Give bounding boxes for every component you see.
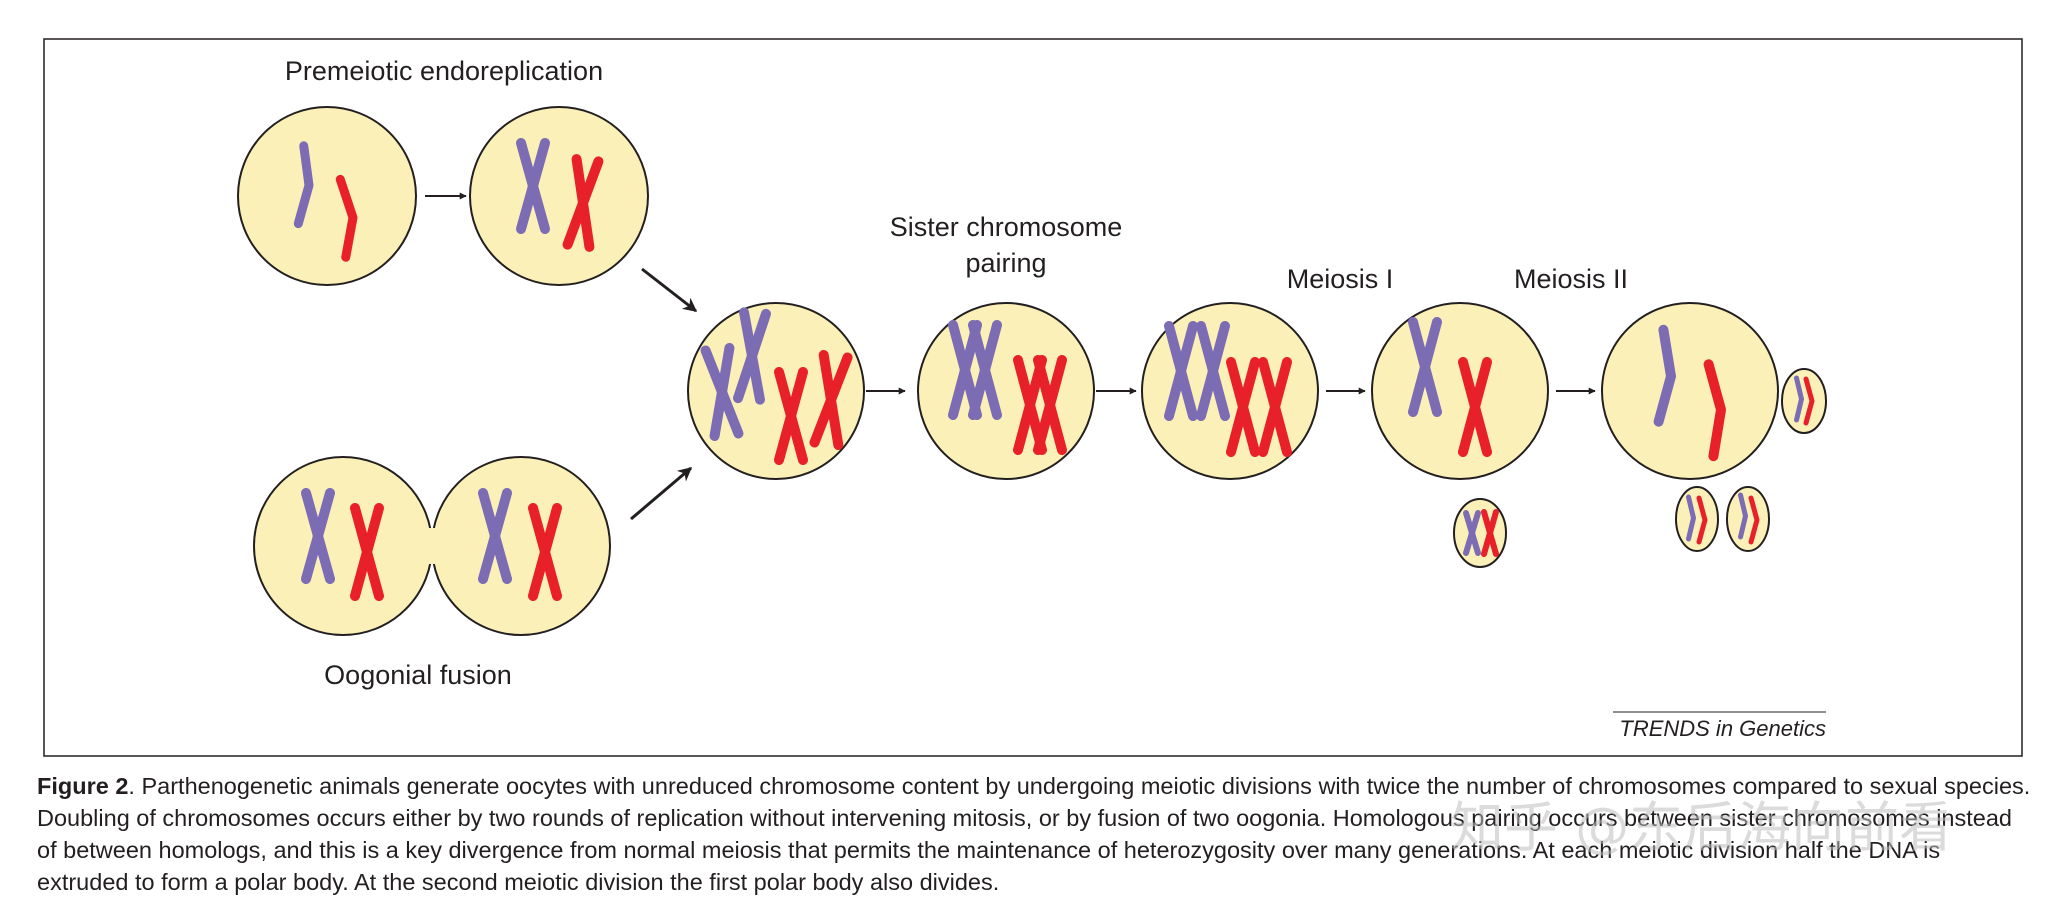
chromosome-blue-replicated xyxy=(1463,510,1481,556)
cell-meiosis-2 xyxy=(1601,302,1779,480)
label-meiosis-2: Meiosis II xyxy=(1514,264,1628,294)
chromosome-blue-replicated xyxy=(1164,321,1198,421)
chromosome-blue-single xyxy=(1794,375,1804,423)
chromosome-red-single xyxy=(1696,495,1708,545)
arrow-endoreplication-to-oocyte xyxy=(641,267,698,313)
chromosome-red-replicated xyxy=(562,154,604,252)
cells-layer xyxy=(237,106,1827,636)
chromosome-red-single xyxy=(335,174,358,262)
polar-body-1-mii xyxy=(1781,368,1827,434)
chromosome-blue-replicated xyxy=(516,138,550,234)
chromosome-blue-replicated xyxy=(301,488,335,584)
chromosome-red-replicated xyxy=(809,349,853,451)
label-sister-pairing-line2: pairing xyxy=(965,248,1046,278)
polar-body-2b xyxy=(1726,486,1770,552)
figure-caption: Figure 2. Parthenogenetic animals genera… xyxy=(37,770,2032,898)
figure-frame xyxy=(43,38,2023,757)
chromosome-blue-single xyxy=(1653,324,1676,427)
chromosome-blue-replicated xyxy=(1408,317,1442,417)
chromosome-red-replicated xyxy=(1458,357,1492,457)
label-oogonial-fusion: Oogonial fusion xyxy=(324,660,512,690)
cell-endoreplicated xyxy=(469,106,649,286)
cell-unreplicated xyxy=(237,106,417,286)
caption-text: . Parthenogenetic animals generate oocyt… xyxy=(37,773,2031,895)
chromosome-blue-single xyxy=(293,141,314,229)
polar-body-2a xyxy=(1675,486,1719,552)
chromosome-blue-replicated xyxy=(700,342,744,442)
chromosome-red-replicated xyxy=(1481,509,1499,557)
chromosome-red-single xyxy=(1803,376,1815,426)
chromosome-blue-single xyxy=(1738,492,1748,540)
chromosome-red-replicated xyxy=(528,503,562,601)
chromosome-red-single xyxy=(1748,495,1760,545)
chromosome-red-replicated xyxy=(1258,357,1292,457)
label-premeiotic-endoreplication: Premeiotic endoreplication xyxy=(285,56,603,86)
chromosome-red-replicated xyxy=(774,367,808,465)
fusion-junction xyxy=(428,528,436,564)
chromosome-red-replicated xyxy=(1226,357,1260,457)
chromosome-blue-replicated xyxy=(1196,321,1230,421)
chromosome-red-replicated xyxy=(350,503,384,601)
cell-oogonium-right xyxy=(431,456,611,636)
chromosome-red-replicated xyxy=(1033,355,1067,455)
polar-body-1 xyxy=(1453,498,1507,568)
chromosome-blue-replicated xyxy=(478,488,512,584)
caption-figure-label: Figure 2 xyxy=(37,773,129,799)
label-sister-pairing-line1: Sister chromosome xyxy=(890,212,1123,242)
cell-oogonium-left xyxy=(253,456,433,636)
chromosome-blue-replicated xyxy=(733,307,771,405)
chromosomes-layer xyxy=(293,138,1815,601)
chromosome-blue-single xyxy=(1686,494,1696,542)
cell-sister-pairing xyxy=(917,302,1095,480)
credit-trends-in-genetics: TRENDS in Genetics xyxy=(1619,716,1826,741)
chromosome-blue-replicated xyxy=(968,320,1002,420)
label-meiosis-1: Meiosis I xyxy=(1287,264,1394,294)
arrow-fusion-to-oocyte xyxy=(630,466,693,521)
chromosome-red-single xyxy=(1703,359,1726,462)
